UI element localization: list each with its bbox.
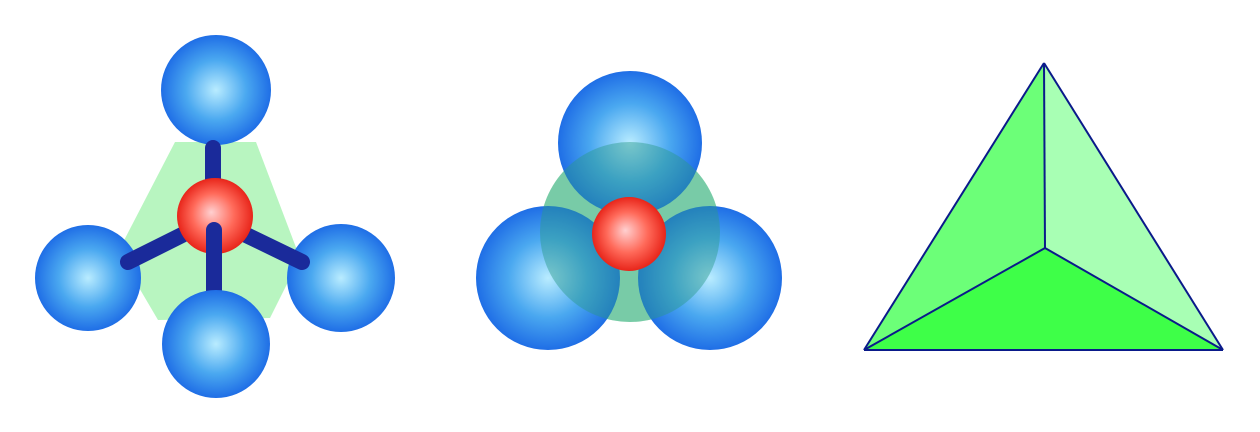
edge-top-right — [1043, 62, 1224, 351]
outer-atom-front — [162, 290, 270, 398]
edge-center-right — [1044, 247, 1224, 351]
tetrahedron-face-bottom — [864, 248, 1223, 350]
bond-right — [232, 224, 310, 270]
bond-left — [120, 224, 196, 270]
central-atom — [592, 197, 666, 271]
outer-atom-top — [161, 35, 271, 145]
ball-and-stick-model — [35, 35, 395, 398]
edge-top-center — [1043, 62, 1046, 249]
outer-atom-right — [287, 224, 395, 332]
outer-atom-top — [558, 71, 702, 215]
outer-atom-left — [476, 206, 620, 350]
outer-atom-right — [638, 206, 782, 350]
central-atom — [177, 178, 253, 254]
edge-center-left — [863, 247, 1046, 351]
edge-top-left — [863, 62, 1045, 351]
space-filling-model — [476, 71, 782, 350]
outer-atom-left — [35, 225, 141, 331]
tetrahedron-model — [863, 62, 1224, 351]
